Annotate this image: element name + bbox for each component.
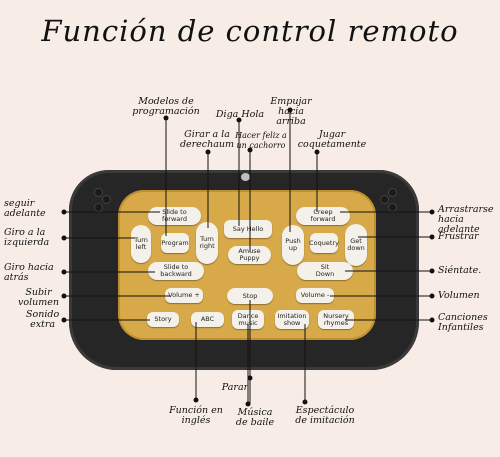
callout-turn-left: Giro a la izquierda <box>4 227 50 248</box>
nursery-rhymes-button[interactable]: Nursery rhymes <box>318 310 354 329</box>
callout-story: Sonido extra <box>26 309 60 330</box>
speaker-hole <box>388 188 397 197</box>
callout-slide-forward: seguir adelante <box>4 198 46 219</box>
ir-sensor <box>241 173 250 181</box>
slide-backward-button[interactable]: Slide to backward <box>148 262 204 280</box>
volume-plus-button[interactable]: Volume + <box>165 288 203 303</box>
callout-get-down: Frustrar <box>438 231 479 242</box>
stop-button[interactable]: Stop <box>227 288 273 304</box>
callout-nursery-rhymes: Canciones Infantiles <box>438 312 488 333</box>
program-button[interactable]: Program <box>161 233 189 253</box>
callout-coquetry: Jugar coquetamente <box>297 129 367 150</box>
callout-say-hello: Diga Hola <box>215 109 265 120</box>
speaker-hole <box>380 195 389 204</box>
sit-down-button[interactable]: Sit Down <box>297 262 353 280</box>
callout-sit-down: Siéntate. <box>438 265 482 276</box>
callout-imitation-show: Espectáculo de imitación <box>295 405 355 426</box>
story-button[interactable]: Story <box>147 312 179 327</box>
abc-button[interactable]: ABC <box>191 312 224 327</box>
callout-slide-backward: Giro hacia atrás <box>4 262 54 283</box>
callout-programming-models: Modelos de programación <box>132 96 200 117</box>
creep-forward-button[interactable]: Creep forward <box>296 207 350 225</box>
imitation-show-button[interactable]: Imitation show <box>275 310 309 329</box>
callout-creep-forward: Arrastrarse hacia adelante <box>438 204 494 235</box>
slide-forward-button[interactable]: Slide to forward <box>148 207 201 225</box>
speaker-hole <box>94 203 103 212</box>
push-up-button[interactable]: Push up <box>282 225 304 265</box>
callout-turn-right: Girar a la derechaum <box>179 129 235 150</box>
speaker-hole <box>102 195 111 204</box>
callout-english-function: Función en inglés <box>169 405 223 426</box>
amuse-puppy-button[interactable]: Amuse Puppy <box>228 246 271 264</box>
callout-amuse-puppy: Hacer feliz a un cachorro <box>235 131 287 150</box>
turn-left-button[interactable]: Turn left <box>131 225 151 263</box>
turn-right-button[interactable]: Turn right <box>196 222 218 264</box>
callout-stop: Parar <box>221 382 249 393</box>
dance-music-button[interactable]: Dance music <box>232 310 264 329</box>
callout-volume-down: Volumen <box>438 290 480 301</box>
page-title: Función de control remoto <box>41 14 459 48</box>
say-hello-button[interactable]: Say Hello <box>224 220 272 238</box>
coquetry-button[interactable]: Coquetry <box>309 233 339 253</box>
speaker-hole <box>388 203 397 212</box>
callout-dance-music: Música de baile <box>235 407 275 428</box>
speaker-hole <box>94 188 103 197</box>
get-down-button[interactable]: Get down <box>345 224 367 266</box>
callout-volume-up: Subir volumen <box>18 287 59 308</box>
callout-push-up: Empujar hacia arriba <box>270 96 312 127</box>
volume-minus-button[interactable]: Volume - <box>296 288 334 303</box>
